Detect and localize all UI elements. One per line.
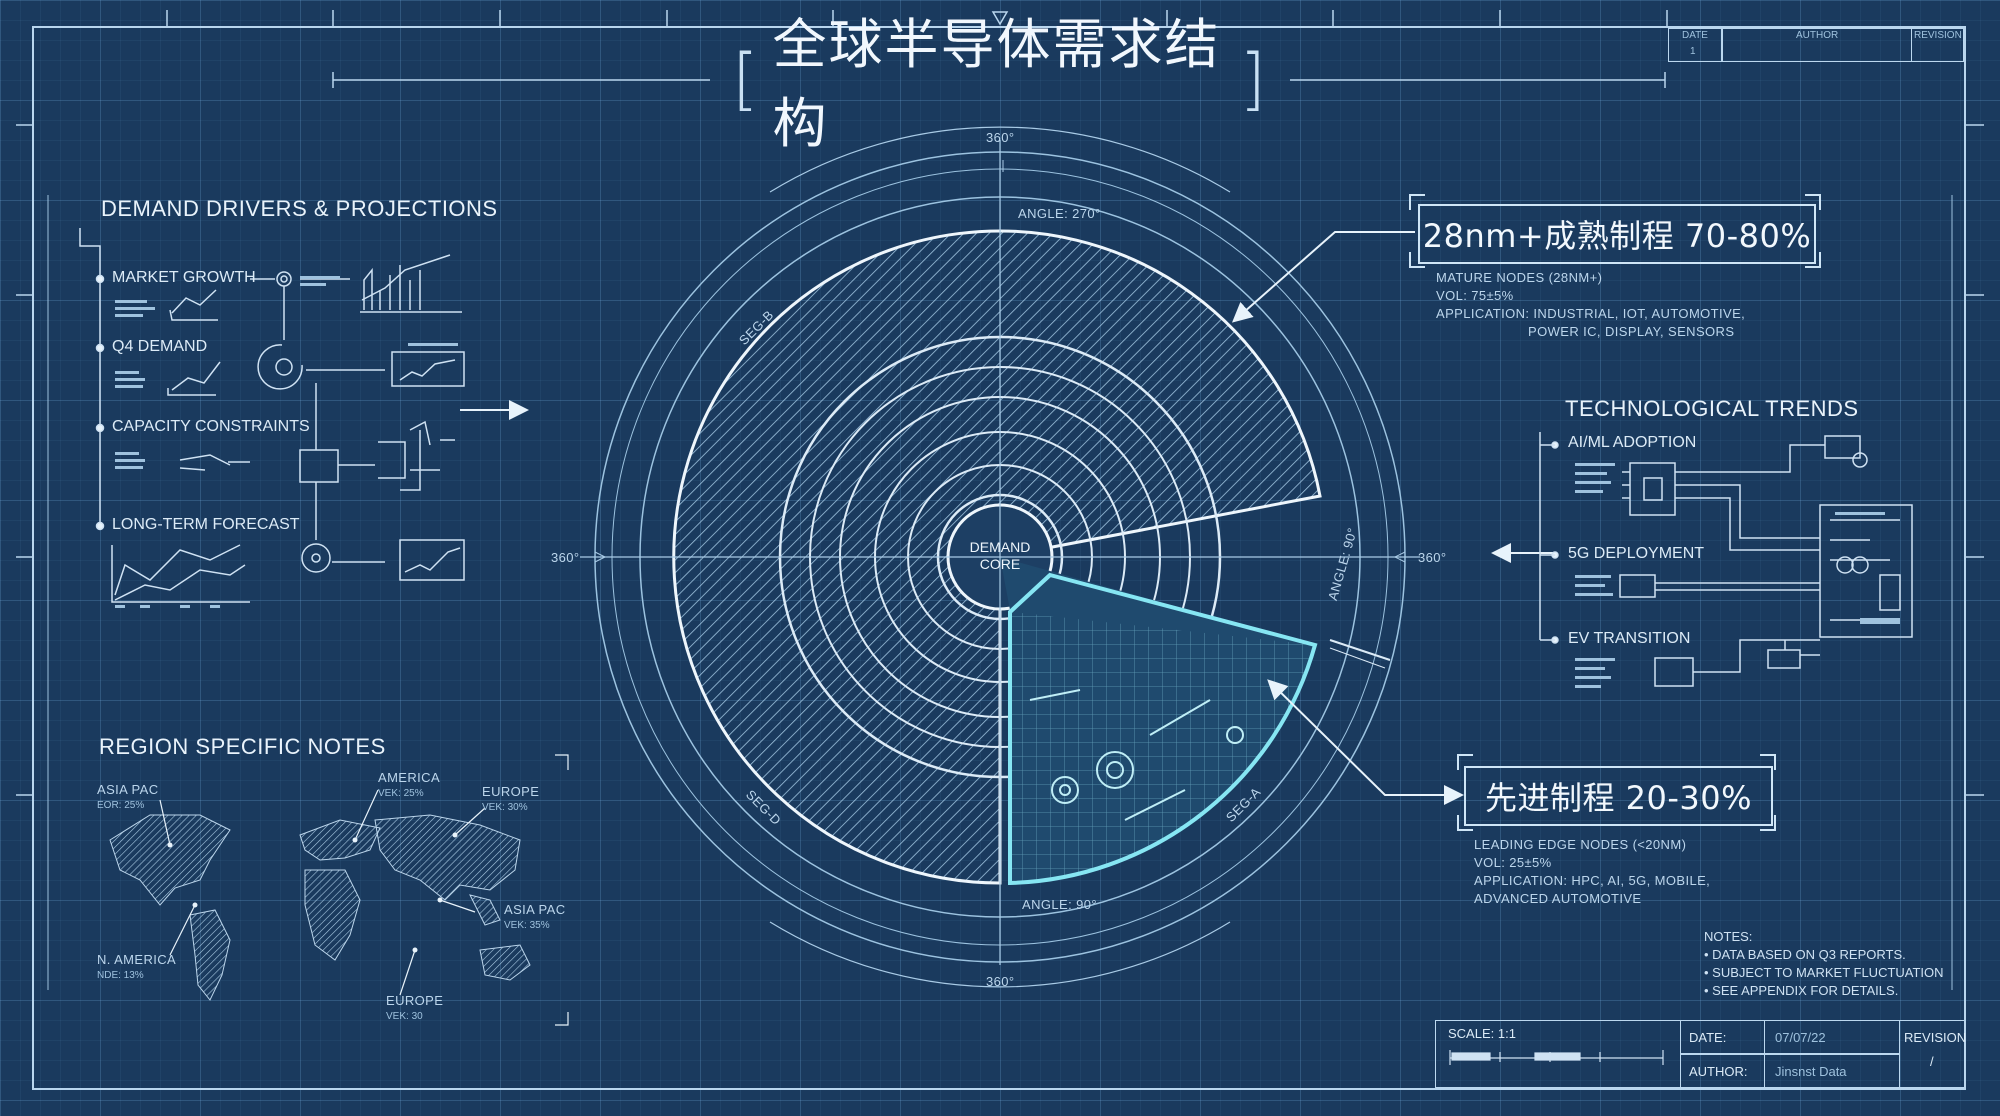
region-asia-pac: ASIA PAC [97, 782, 159, 797]
region-europe-2: EUROPE [386, 993, 444, 1008]
region-europe: EUROPE [482, 784, 540, 799]
author-label: AUTHOR: [1689, 1064, 1748, 1079]
right-tiny-text [1575, 463, 1900, 688]
notes-block: NOTES: • DATA BASED ON Q3 REPORTS. • SUB… [1704, 928, 1944, 1000]
demand-core-label: DEMAND CORE [960, 539, 1040, 573]
header-revision-label: REVISION [1914, 30, 1962, 41]
map-leaders [159, 754, 569, 1026]
demand-core-line2: CORE [979, 556, 1021, 572]
driver-label-q4-demand: Q4 DEMAND [112, 338, 208, 355]
scale-ruler [1449, 1050, 1664, 1065]
advanced-line2: VOL: 25±5% [1474, 855, 1552, 870]
degree-left: 360° [551, 550, 580, 565]
trends-heading: TECHNOLOGICAL TRENDS [1565, 396, 1859, 421]
header-date-cell [1668, 28, 1722, 62]
drivers-flowchart [79, 228, 465, 603]
angle-bottom-label: ANGLE: 90° [1022, 897, 1097, 912]
region-asia-pac-sub: EOR: 25% [97, 800, 145, 811]
revision-label: REVISION [1904, 1030, 1967, 1045]
drivers-heading: DEMAND DRIVERS & PROJECTIONS [101, 196, 498, 221]
region-america-sub: VEK: 25% [378, 788, 424, 799]
region-n-america: N. AMERICA [97, 952, 177, 967]
advanced-line4: ADVANCED AUTOMOTIVE [1474, 891, 1642, 906]
advanced-slice [1000, 557, 1318, 886]
author-value: Jinsnst Data [1775, 1064, 1847, 1079]
header-date-value: 1 [1690, 46, 1696, 57]
advanced-callout: 先进制程 20-30% [1464, 766, 1773, 826]
crosshair [580, 140, 1420, 965]
page-title-block: [ 全球半导体需求结构 ] [720, 13, 1280, 155]
title-bracket-right: ] [1239, 39, 1268, 119]
scale-label: SCALE: 1:1 [1448, 1026, 1516, 1041]
driver-label-long-term: LONG-TERM FORECAST [112, 516, 300, 533]
border-ticks [16, 10, 1984, 796]
trend-ai-ml: AI/ML ADOPTION [1568, 434, 1697, 451]
header-date-label: DATE [1682, 30, 1708, 41]
mature-line3: APPLICATION: INDUSTRIAL, IOT, AUTOMOTIVE… [1436, 306, 1746, 321]
notes-line: • SEE APPENDIX FOR DETAILS. [1704, 983, 1899, 998]
trend-5g: 5G DEPLOYMENT [1568, 545, 1705, 562]
region-asia-pac-2-sub: VEK: 35% [504, 920, 550, 931]
header-author-cell [1722, 28, 1912, 62]
date-label: DATE: [1689, 1030, 1727, 1045]
region-europe-2-sub: VEK: 30 [386, 1011, 423, 1022]
mature-line2: VOL: 75±5% [1436, 288, 1514, 303]
degree-bottom: 360° [986, 974, 1015, 989]
map-dots [167, 832, 458, 953]
notes-line: • DATA BASED ON Q3 REPORTS. [1704, 947, 1906, 962]
revision-value: / [1930, 1054, 1934, 1069]
title-bracket-left: [ [732, 39, 761, 119]
world-map [109, 814, 531, 1001]
date-value: 07/07/22 [1775, 1030, 1826, 1045]
region-america: AMERICA [378, 770, 441, 785]
header-author-label: AUTHOR [1796, 30, 1839, 41]
region-asia-pac-2: ASIA PAC [504, 902, 566, 917]
title-block-value-col [1764, 1020, 1900, 1088]
left-tiny-text [115, 276, 458, 608]
driver-label-market-growth: MARKET GROWTH [112, 269, 256, 286]
region-europe-sub: VEK: 30% [482, 802, 528, 813]
degree-top: 360° [986, 130, 1015, 145]
driver-label-capacity: CAPACITY CONSTRAINTS [112, 418, 310, 435]
drawing-frame [32, 26, 1966, 1090]
mature-line4: POWER IC, DISPLAY, SENSORS [1528, 324, 1735, 339]
demand-core-line1: DEMAND [969, 539, 1031, 555]
mature-callout: 28nm+成熟制程 70-80% [1418, 204, 1816, 264]
angle-top-label: ANGLE: 270° [1018, 206, 1101, 221]
advanced-line1: LEADING EDGE NODES (<20NM) [1474, 837, 1687, 852]
advanced-line3: APPLICATION: HPC, AI, 5G, MOBILE, [1474, 873, 1711, 888]
notes-heading: NOTES: [1704, 929, 1753, 944]
trend-ev: EV TRANSITION [1568, 630, 1691, 647]
page-title: 全球半导体需求结构 [772, 13, 1221, 155]
region-heading: REGION SPECIFIC NOTES [99, 734, 386, 759]
degree-right: 360° [1418, 550, 1447, 565]
notes-line: • SUBJECT TO MARKET FLUCTUATION [1704, 965, 1944, 980]
region-n-america-sub: NDE: 13% [97, 970, 144, 981]
trends-flowchart [1539, 432, 1913, 687]
mature-line1: MATURE NODES (28NM+) [1436, 270, 1603, 285]
